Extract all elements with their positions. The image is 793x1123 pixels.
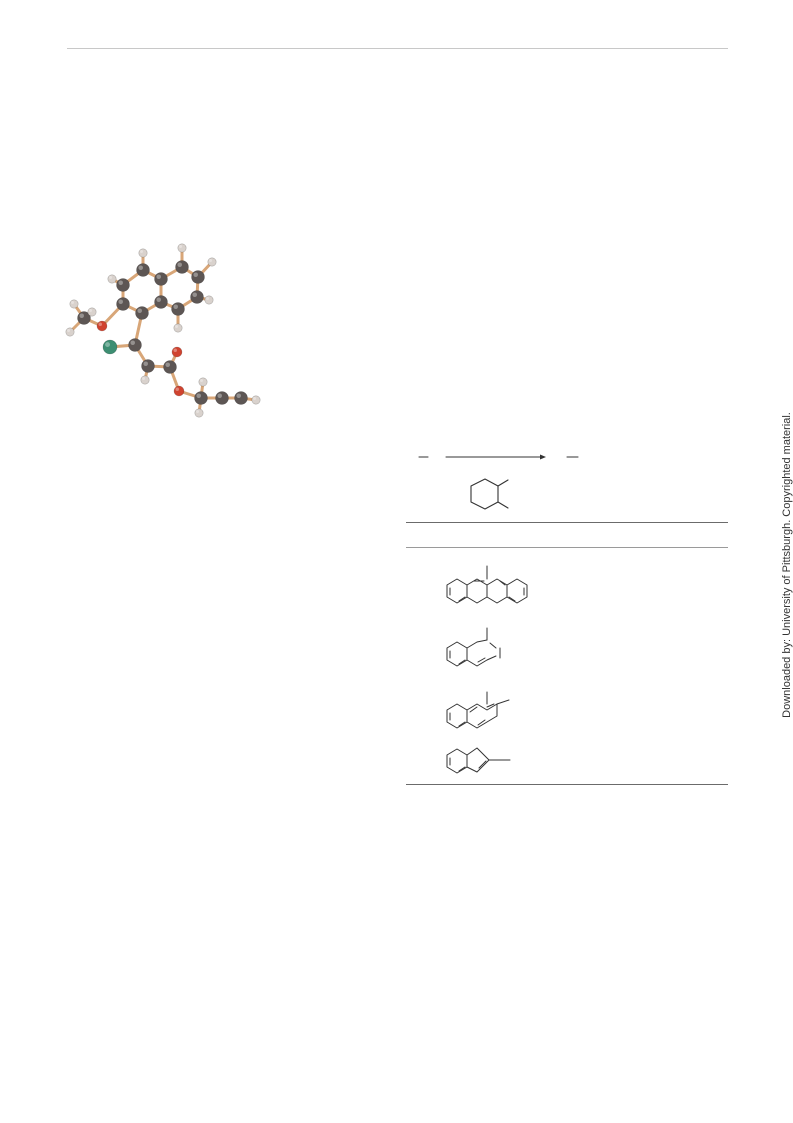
atom-highlight bbox=[89, 309, 92, 312]
atom-highlight bbox=[142, 377, 145, 380]
carbon-atom bbox=[135, 306, 149, 320]
carbon-atom bbox=[116, 278, 130, 292]
naphthalene-structure-icon bbox=[446, 627, 501, 667]
carbon-atom bbox=[234, 391, 248, 405]
atom-highlight bbox=[196, 393, 202, 398]
molecule-model-figure bbox=[65, 243, 261, 418]
atom-highlight bbox=[173, 304, 179, 309]
hydrogen-atom bbox=[107, 274, 117, 284]
atom-highlight bbox=[175, 387, 179, 391]
table-header-rule bbox=[406, 547, 728, 548]
halogen-atom bbox=[102, 339, 118, 355]
hydrogen-atom bbox=[87, 307, 97, 317]
hydrogen-atom bbox=[251, 395, 261, 405]
atom-highlight bbox=[79, 313, 84, 318]
carbon-atom bbox=[194, 391, 208, 405]
hydrogen-atom bbox=[204, 295, 214, 305]
anthracene-structure-icon bbox=[446, 565, 528, 604]
methylnaphthalene-structure-icon bbox=[446, 691, 510, 729]
carbon-atom bbox=[154, 295, 168, 309]
ring-substituent-2 bbox=[497, 501, 509, 509]
atom-highlight bbox=[140, 250, 143, 253]
atom-highlight bbox=[156, 274, 162, 279]
reaction-arrow-head bbox=[540, 454, 546, 460]
atom-highlight bbox=[175, 325, 178, 328]
atom-highlight bbox=[156, 297, 162, 302]
atom-highlight bbox=[217, 393, 223, 398]
hydrogen-atom bbox=[138, 248, 148, 258]
atom-highlight bbox=[196, 410, 199, 413]
carbon-atom bbox=[77, 311, 91, 325]
carbon-atom bbox=[190, 290, 204, 304]
atom-highlight bbox=[118, 299, 123, 304]
hydrogen-atom bbox=[194, 408, 204, 418]
atom-highlight bbox=[173, 348, 177, 352]
atom-highlight bbox=[165, 362, 171, 367]
atom-highlight bbox=[236, 393, 242, 398]
oxygen-atom bbox=[96, 320, 108, 332]
carbon-atom bbox=[136, 263, 150, 277]
atom-highlight bbox=[118, 280, 123, 285]
atom-highlight bbox=[67, 329, 70, 332]
carbon-atom bbox=[171, 302, 185, 316]
hydrogen-atom bbox=[140, 375, 150, 385]
hydrogen-atom bbox=[69, 299, 79, 309]
atom-highlight bbox=[137, 308, 143, 313]
download-watermark: Downloaded by: University of Pittsburgh.… bbox=[781, 412, 793, 718]
hydrogen-atom bbox=[207, 257, 217, 267]
atom-highlight bbox=[105, 342, 111, 347]
atom-highlight bbox=[193, 272, 199, 277]
header-rule bbox=[67, 48, 728, 49]
atom-highlight bbox=[143, 361, 149, 366]
carbon-atom bbox=[191, 270, 205, 284]
carbon-atom bbox=[215, 391, 229, 405]
carbon-atom bbox=[116, 297, 130, 311]
atom-highlight bbox=[71, 301, 74, 304]
atom-highlight bbox=[206, 297, 209, 300]
atom-highlight bbox=[177, 262, 183, 267]
reaction-scheme bbox=[418, 454, 579, 510]
atom-highlight bbox=[192, 292, 198, 297]
carbon-atom bbox=[163, 360, 177, 374]
cyclohexane-ring-icon bbox=[470, 478, 499, 510]
atom-highlight bbox=[253, 397, 256, 400]
atom-highlight bbox=[130, 340, 136, 345]
indene-structure-icon bbox=[446, 747, 511, 774]
hydrogen-atom bbox=[65, 327, 75, 337]
table-top-rule bbox=[406, 522, 728, 523]
oxygen-atom bbox=[171, 346, 183, 358]
hydrogen-atom bbox=[198, 377, 208, 387]
oxygen-atom bbox=[173, 385, 185, 397]
ring-substituent-1 bbox=[497, 479, 509, 487]
carbon-atom bbox=[141, 359, 155, 373]
carbon-atom bbox=[154, 272, 168, 286]
atom-highlight bbox=[179, 245, 182, 248]
carbon-atom bbox=[175, 260, 189, 274]
atom-highlight bbox=[209, 259, 212, 262]
atom-highlight bbox=[98, 322, 102, 326]
atom-highlight bbox=[200, 379, 203, 382]
hydrogen-atom bbox=[177, 243, 187, 253]
atom-highlight bbox=[138, 265, 144, 270]
atom-highlight bbox=[109, 276, 112, 279]
carbon-atom bbox=[128, 338, 142, 352]
hydrogen-atom bbox=[173, 323, 183, 333]
table-bottom-rule bbox=[406, 784, 728, 785]
